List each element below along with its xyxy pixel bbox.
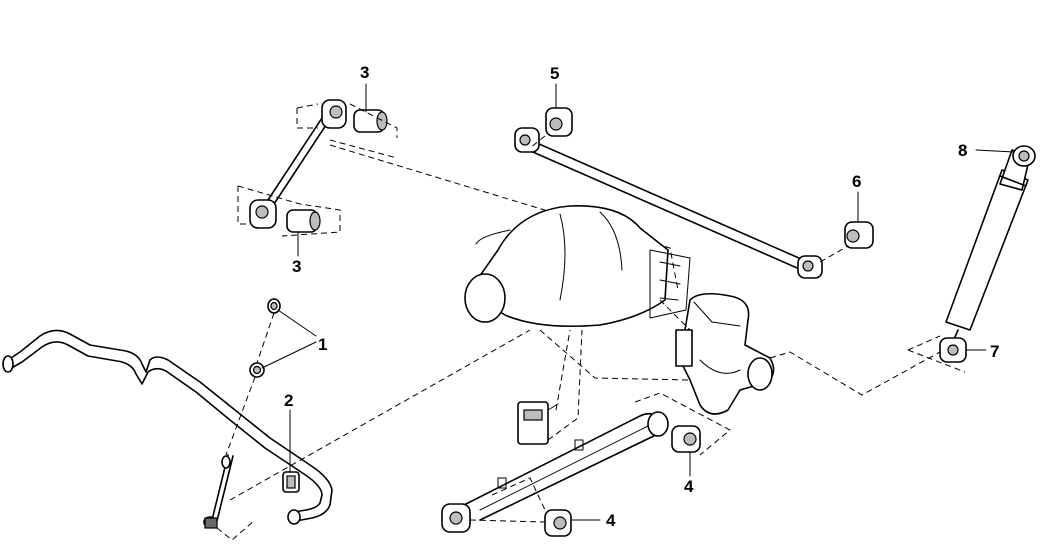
axle-housing [675,292,775,415]
callout-3-bottom: 3 [292,257,301,276]
leader-lines [261,83,1015,521]
upper-link-bushing-top[interactable] [353,109,388,133]
callout-2: 2 [284,391,293,410]
upper-link[interactable] [249,99,347,229]
stabilizer-link-nut-lower[interactable] [249,362,265,378]
callout-3-top: 3 [360,63,369,82]
load-sensing-valve [517,401,559,445]
callout-7: 7 [990,342,999,361]
callout-8: 8 [958,141,967,160]
lateral-rod-bushing-5[interactable] [545,107,573,137]
stabilizer-bushing[interactable] [282,471,300,493]
lower-link[interactable] [441,411,669,533]
callout-5: 5 [550,64,559,83]
lower-link-bushing-front[interactable] [544,509,572,537]
callout-4-rear: 4 [684,477,694,496]
differential-carrier [464,205,691,328]
stabilizer-link[interactable] [203,454,234,529]
callout-6: 6 [852,172,861,191]
lower-link-bushing-rear[interactable] [671,425,701,453]
callout-4-front: 4 [606,511,616,530]
stabilizer-bar[interactable] [2,329,333,525]
callout-1: 1 [318,335,327,354]
lateral-rod-bushing-6[interactable] [844,221,874,249]
stabilizer-link-nut-upper[interactable] [267,298,281,314]
shock-absorber[interactable] [939,145,1036,363]
upper-link-bushing-bottom[interactable] [286,209,321,233]
